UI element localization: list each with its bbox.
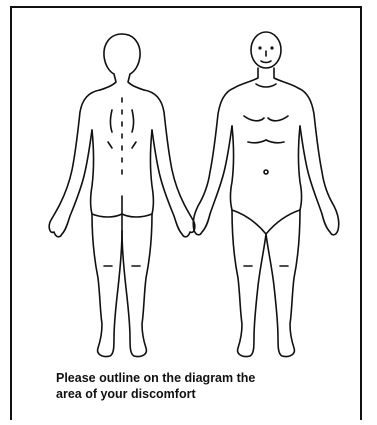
front-right-arm bbox=[298, 88, 339, 235]
front-left-leg bbox=[232, 210, 266, 357]
front-chest bbox=[244, 116, 264, 121]
front-right-leg bbox=[266, 210, 300, 357]
back-left-scapula bbox=[111, 110, 113, 132]
back-right-scapula bbox=[132, 110, 134, 132]
front-navel bbox=[264, 170, 268, 174]
instruction-text: Please outline on the diagram the area o… bbox=[56, 370, 356, 402]
front-groin bbox=[232, 210, 300, 234]
body-back-view-icon[interactable] bbox=[49, 34, 195, 357]
back-right-leg bbox=[122, 214, 152, 357]
body-front-view-icon[interactable] bbox=[193, 32, 339, 357]
back-head bbox=[100, 34, 122, 90]
body-diagram[interactable] bbox=[30, 26, 360, 361]
back-head-right bbox=[122, 34, 144, 90]
instruction-line-1: Please outline on the diagram the bbox=[56, 370, 356, 386]
instruction-line-2: area of your discomfort bbox=[56, 386, 356, 402]
front-left-arm bbox=[193, 88, 234, 235]
back-left-leg bbox=[92, 214, 122, 357]
